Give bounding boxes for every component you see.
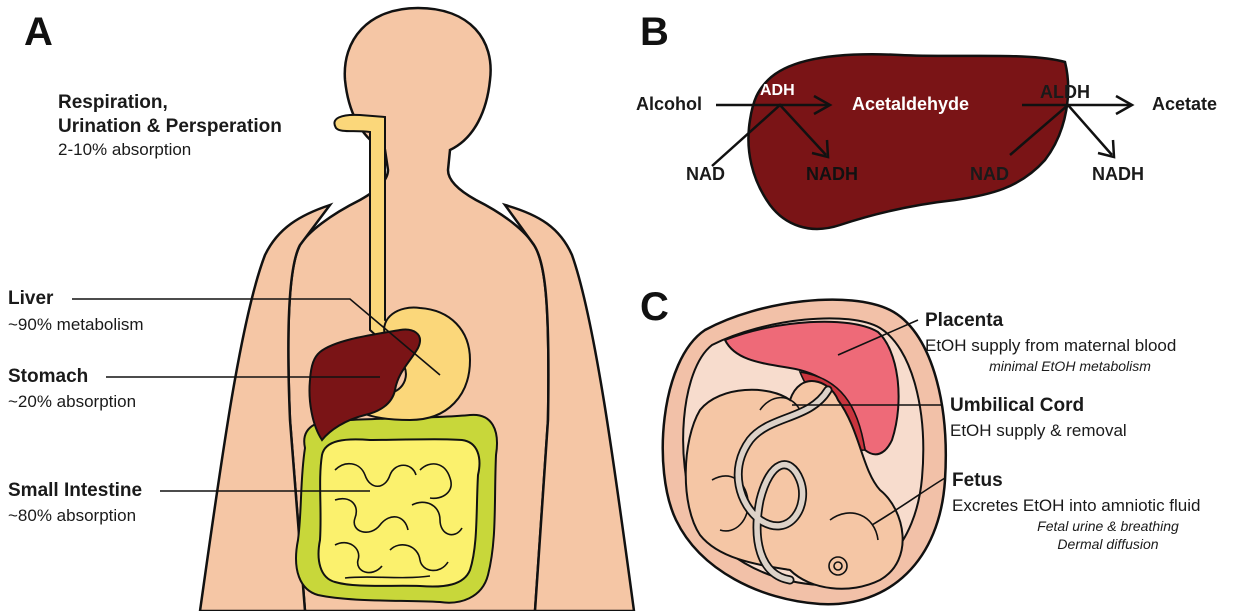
adh-label: ADH: [760, 82, 795, 100]
umbilical-cord-label: Umbilical Cord: [950, 395, 1084, 417]
fetus-note-1: Fetal urine & breathing: [1037, 518, 1179, 534]
stomach-detail: ~20% absorption: [8, 392, 136, 412]
liver-shape-b: [748, 54, 1068, 229]
placenta-label: Placenta: [925, 310, 1003, 332]
respiration-title-line1: Respiration,: [58, 92, 168, 114]
fetus-note-2: Dermal diffusion: [1057, 536, 1158, 552]
acetate-label: Acetate: [1152, 94, 1217, 115]
nadh-label-1: NADH: [806, 164, 858, 185]
nad-label-2: NAD: [970, 164, 1009, 185]
placenta-detail: EtOH supply from maternal blood: [925, 336, 1176, 356]
alcohol-label: Alcohol: [636, 94, 702, 115]
aldh-label: ALDH: [1040, 82, 1090, 103]
small-intestine: [319, 439, 480, 586]
stomach-label: Stomach: [8, 366, 88, 388]
small-intestine-detail: ~80% absorption: [8, 506, 136, 526]
respiration-detail: 2-10% absorption: [58, 140, 191, 160]
respiration-title-line2: Urination & Persperation: [58, 116, 282, 138]
panel-label-a: A: [24, 10, 53, 55]
placenta-note: minimal EtOH metabolism: [989, 358, 1151, 374]
acetaldehyde-label: Acetaldehyde: [852, 94, 969, 115]
fetus-detail: Excretes EtOH into amniotic fluid: [952, 496, 1200, 516]
panel-label-b: B: [640, 10, 669, 55]
fetus-label: Fetus: [952, 470, 1003, 492]
liver-detail: ~90% metabolism: [8, 315, 144, 335]
umbilical-cord-detail: EtOH supply & removal: [950, 421, 1127, 441]
nad-label-1: NAD: [686, 164, 725, 185]
panel-label-c: C: [640, 285, 669, 330]
small-intestine-label: Small Intestine: [8, 480, 142, 502]
liver-label: Liver: [8, 288, 53, 310]
nadh-label-2: NADH: [1092, 164, 1144, 185]
